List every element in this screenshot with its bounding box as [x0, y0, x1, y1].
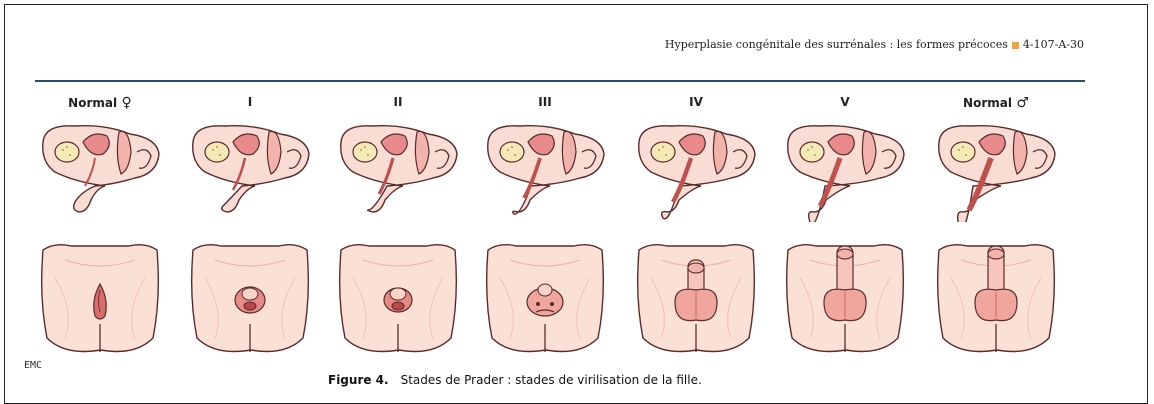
sagittal-illustration-5 [780, 112, 910, 222]
sagittal-illustration-0 [35, 112, 165, 222]
external-view-illustration-1 [185, 238, 315, 356]
stage-label-text: V [840, 95, 849, 109]
stage-label-0: Normal ♀ [40, 95, 160, 111]
stage-label-4: IV [636, 95, 756, 109]
stage-label-3: III [485, 95, 605, 109]
stage-label-text: IV [689, 95, 703, 109]
stage-label-1: I [190, 95, 310, 109]
external-view-illustration-5 [780, 238, 910, 356]
sagittal-illustration-6 [931, 112, 1061, 222]
sagittal-illustration-4 [631, 112, 761, 222]
stage-label-2: II [338, 95, 458, 109]
external-view-illustration-2 [333, 238, 463, 356]
external-view-illustration-3 [480, 238, 610, 356]
header-title: Hyperplasie congénitale des surrénales :… [665, 38, 1008, 51]
header-rule [35, 80, 1085, 82]
external-view-illustration-4 [631, 238, 761, 356]
male-symbol-icon: ♂ [1012, 95, 1029, 111]
female-symbol-icon: ♀ [117, 95, 132, 111]
stage-label-text: III [538, 95, 551, 109]
stage-label-6: Normal ♂ [936, 95, 1056, 111]
running-header: Hyperplasie congénitale des surrénales :… [665, 38, 1084, 51]
sagittal-illustration-3 [480, 112, 610, 222]
accent-square [1012, 42, 1019, 49]
stage-label-text: Normal [68, 96, 117, 110]
stage-label-text: I [248, 95, 252, 109]
sagittal-illustration-2 [333, 112, 463, 222]
stage-label-5: V [785, 95, 905, 109]
stage-label-text: Normal [963, 96, 1012, 110]
emc-stamp: EMC [24, 360, 42, 371]
external-view-illustration-0 [35, 238, 165, 356]
external-view-illustration-6 [931, 238, 1061, 356]
stage-label-text: II [394, 95, 403, 109]
sagittal-illustration-1 [185, 112, 315, 222]
header-ref: 4-107-A-30 [1023, 38, 1084, 51]
